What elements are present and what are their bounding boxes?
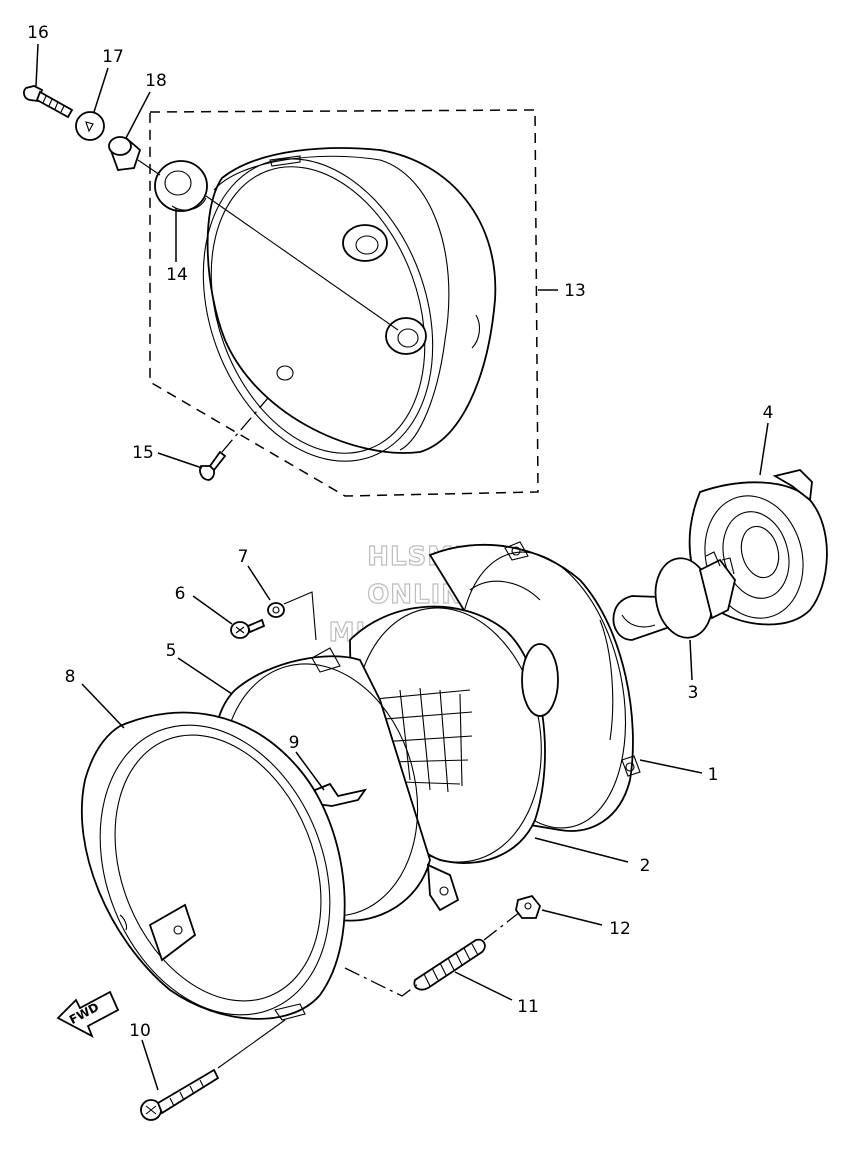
leader-12 bbox=[541, 909, 603, 926]
callout-4: 4 bbox=[763, 403, 774, 423]
bolt-16 bbox=[23, 85, 74, 119]
callout-2: 2 bbox=[640, 856, 651, 876]
leader-10 bbox=[141, 1039, 159, 1091]
callout-11: 11 bbox=[517, 997, 539, 1017]
washer-17 bbox=[75, 111, 105, 141]
callout-10: 10 bbox=[129, 1021, 151, 1041]
leader-15 bbox=[157, 452, 203, 469]
callout-3: 3 bbox=[688, 683, 699, 703]
headlight-rim-8 bbox=[80, 711, 346, 1021]
callout-labels: 16 17 18 14 13 15 4 7 6 5 8 3 9 1 2 12 1… bbox=[27, 23, 773, 1041]
leader-1 bbox=[639, 759, 703, 774]
leader-4 bbox=[759, 422, 769, 476]
screw-15 bbox=[199, 450, 227, 481]
nut-7 bbox=[267, 602, 285, 618]
leader-9 bbox=[295, 751, 325, 791]
callout-6: 6 bbox=[175, 584, 186, 604]
leader-18 bbox=[125, 91, 151, 139]
bulb-3 bbox=[612, 551, 736, 641]
callout-13: 13 bbox=[564, 281, 586, 301]
screw-6 bbox=[230, 618, 266, 639]
callout-15: 15 bbox=[132, 443, 154, 463]
guide-line-11 bbox=[344, 967, 419, 997]
guide-line-10 bbox=[217, 1019, 286, 1069]
callout-9: 9 bbox=[289, 733, 300, 753]
fwd-arrow-icon: FWD bbox=[56, 990, 120, 1038]
callout-12: 12 bbox=[609, 919, 631, 939]
callout-7: 7 bbox=[238, 547, 249, 567]
callout-14: 14 bbox=[166, 265, 188, 285]
guide-line-15 bbox=[221, 397, 269, 453]
guide-line-14 bbox=[205, 195, 399, 331]
shell-assembly-boundary bbox=[149, 109, 539, 497]
leader-7 bbox=[247, 565, 271, 601]
callout-5: 5 bbox=[166, 641, 177, 661]
callout-1: 1 bbox=[708, 765, 719, 785]
leader-16 bbox=[35, 43, 39, 87]
leader-11 bbox=[454, 971, 513, 1001]
callout-17: 17 bbox=[102, 47, 124, 67]
leader-3 bbox=[689, 639, 693, 681]
guide-line-7 bbox=[283, 591, 317, 641]
leader-17 bbox=[93, 67, 109, 113]
callout-8: 8 bbox=[65, 667, 76, 687]
callout-16: 16 bbox=[27, 23, 49, 43]
callout-18: 18 bbox=[145, 71, 167, 91]
guide-line-18 bbox=[137, 159, 161, 176]
guide-line-12 bbox=[483, 911, 521, 941]
headlight-shell bbox=[202, 147, 497, 462]
leader-6 bbox=[192, 595, 233, 625]
nut-12 bbox=[515, 894, 542, 919]
leader-5 bbox=[177, 657, 233, 695]
collar-18 bbox=[108, 136, 142, 171]
leader-8 bbox=[81, 683, 125, 729]
grommet-14 bbox=[154, 160, 208, 212]
leader-2 bbox=[534, 837, 629, 863]
screw-10 bbox=[140, 1068, 220, 1121]
